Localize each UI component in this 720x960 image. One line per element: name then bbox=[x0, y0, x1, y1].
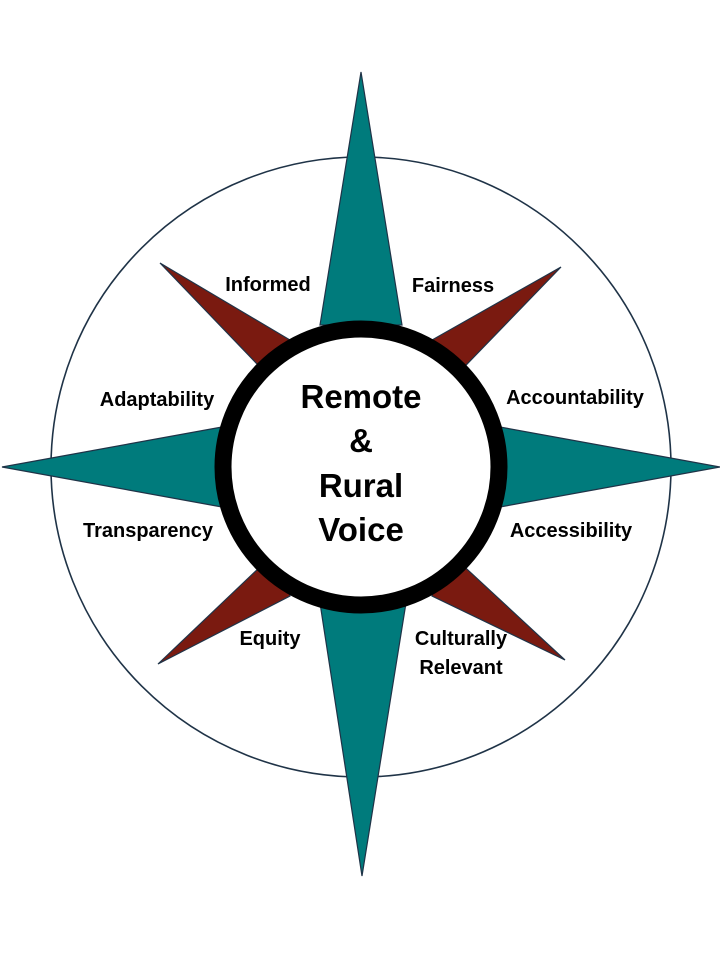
center-title-line-2: & bbox=[349, 422, 373, 459]
compass-point-north bbox=[319, 71, 403, 326]
label-transparency: Transparency bbox=[83, 520, 214, 542]
compass-point-west bbox=[1, 426, 223, 508]
label-adaptability: Adaptability bbox=[100, 389, 215, 411]
label-accountability: Accountability bbox=[506, 387, 645, 409]
center-title-line-3: Rural bbox=[319, 467, 403, 504]
label-culturally-relevant-line-1: Culturally bbox=[415, 628, 508, 650]
label-informed: Informed bbox=[225, 274, 311, 296]
compass-point-south bbox=[319, 602, 407, 877]
label-fairness: Fairness bbox=[412, 275, 494, 297]
center-title-line-4: Voice bbox=[318, 511, 404, 548]
label-culturally-relevant-line-2: Relevant bbox=[419, 657, 503, 679]
compass-point-east bbox=[499, 426, 720, 508]
center-ring bbox=[214, 320, 508, 614]
center-title-line-1: Remote bbox=[300, 378, 421, 415]
label-accessibility: Accessibility bbox=[510, 520, 633, 542]
label-equity: Equity bbox=[239, 628, 301, 650]
